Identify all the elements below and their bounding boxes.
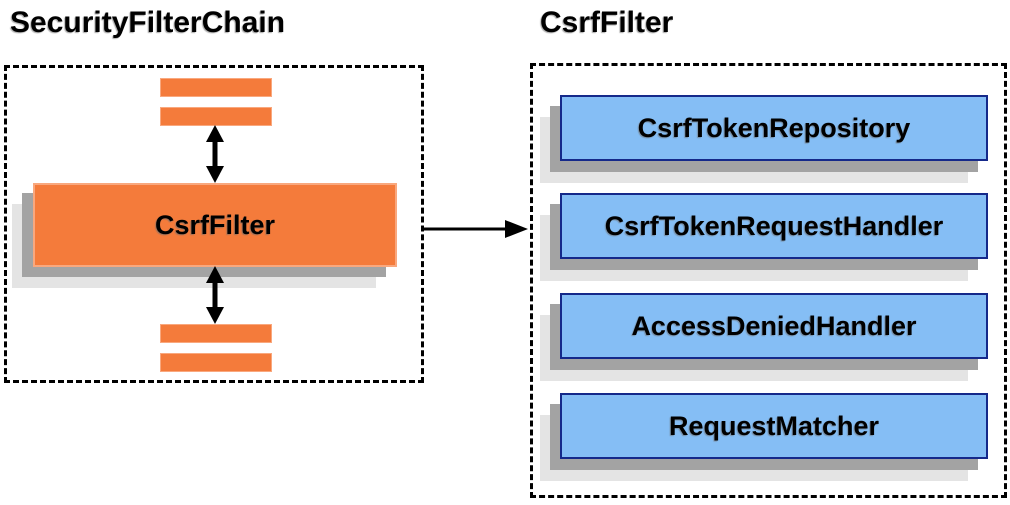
top-bidirectional-arrow [206,125,224,183]
component-box-csrf-token-repository: CsrfTokenRepository [560,95,988,161]
component-box-csrf-token-request-handler: CsrfTokenRequestHandler [560,193,988,259]
csrf-filter-panel-title: CsrfFilter [540,6,674,39]
component-box-request-matcher: RequestMatcher [560,393,988,459]
security-filter-chain-title: SecurityFilterChain [10,6,286,39]
component-box-label: RequestMatcher [668,410,880,441]
csrf-filter-container [530,63,1007,498]
csrf-filter-link-arrow [424,220,528,238]
filter-placeholder-bar-bottom-1 [160,324,272,343]
bottom-bidirectional-arrow [206,266,224,324]
component-box-label: CsrfTokenRequestHandler [604,210,944,241]
filter-placeholder-bar-bottom-2 [160,353,272,372]
csrf-filter-box-label: CsrfFilter [154,209,276,240]
component-box-label: CsrfTokenRepository [637,112,911,143]
filter-placeholder-bar-top-2 [160,107,272,126]
csrf-filter-box: CsrfFilter [33,183,397,267]
security-filter-chain-container [4,65,424,383]
component-box-label: AccessDeniedHandler [631,310,917,341]
component-box-access-denied-handler: AccessDeniedHandler [560,293,988,359]
filter-placeholder-bar-top-1 [160,78,272,97]
